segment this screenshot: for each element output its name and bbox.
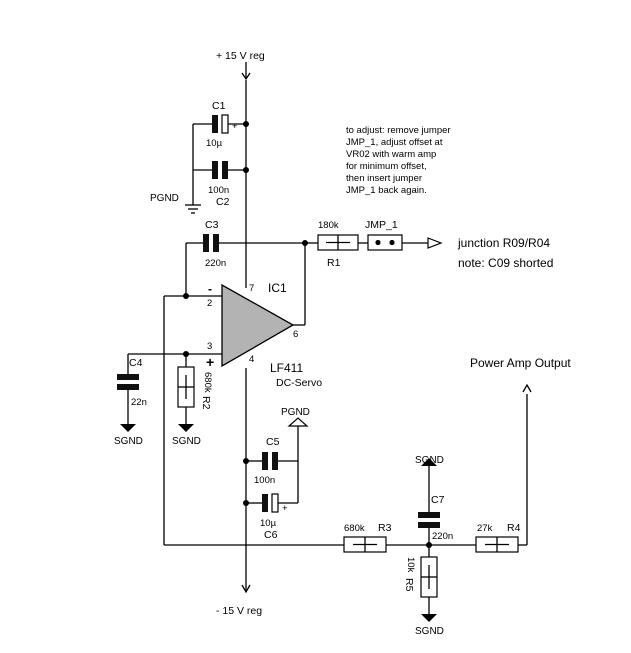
r1-ref-label: R1 (327, 257, 341, 269)
resistor-r1 (317, 234, 359, 251)
resistor-r3 (343, 536, 387, 553)
c4-ref-label: C4 (129, 357, 143, 369)
c6-ref-label: C6 (264, 529, 278, 541)
resistor-r4 (475, 536, 519, 553)
junction-dot-c1 (243, 121, 249, 127)
r3-ref-label: R3 (378, 522, 392, 534)
adjust-note-line: JMP_1, adjust offset at (346, 137, 443, 148)
capacitor-c4 (117, 374, 139, 390)
pin-6-label: 6 (293, 329, 298, 340)
r5-value-label: 10k (405, 557, 416, 573)
negative-rail-arrow (241, 584, 251, 594)
c6-value-label: 10µ (260, 518, 277, 529)
sgnd-c7-label: SGND (415, 455, 444, 466)
pin-2-label: 2 (207, 298, 212, 309)
adjust-note-line: for minimum offset, (346, 161, 427, 172)
junction-arrow-symbol (427, 237, 443, 249)
junction-dot-c5 (243, 458, 249, 464)
adjust-note-line: JMP_1 back again. (346, 185, 427, 196)
pgnd-top-ground-symbol (185, 204, 201, 214)
sgnd-r5-label: SGND (415, 626, 444, 637)
pin-3-label: 3 (207, 341, 212, 352)
c5-ref-label: C5 (266, 436, 280, 448)
junction-dot-inv (183, 293, 189, 299)
junction-dot-c2 (243, 167, 249, 173)
r1-value-label: 180k (318, 220, 339, 231)
sgnd-c4-symbol (120, 424, 136, 432)
c4-value-label: 22n (131, 397, 147, 408)
sgnd-c4-label: SGND (114, 436, 143, 447)
resistor-r2 (177, 366, 195, 408)
c2-value-label: 100n (208, 185, 229, 196)
opamp-ic1 (221, 283, 295, 368)
noninverting-sign: + (206, 354, 214, 370)
capacitor-c3 (186, 234, 246, 252)
c5-value-label: 100n (254, 475, 275, 486)
c1-polarity-plus: + (232, 121, 238, 132)
r2-ref-label: R2 (200, 396, 212, 410)
c7-ref-label: C7 (431, 494, 445, 506)
sgnd-r5-symbol (421, 614, 437, 622)
positive-rail-label: + 15 V reg (216, 50, 265, 62)
positive-rail-arrow (241, 62, 251, 81)
capacitor-c1: + (193, 114, 246, 134)
r3-value-label: 680k (344, 523, 365, 534)
pgnd-bottom-label: PGND (281, 407, 310, 418)
power-amp-output-label: Power Amp Output (470, 356, 571, 370)
ic1-part-label: LF411 (270, 361, 303, 375)
sgnd-c7-symbol (421, 458, 437, 466)
c3-ref-label: C3 (205, 219, 219, 231)
capacitor-c6: + (246, 493, 298, 514)
adjust-note-line: then insert jumper (346, 173, 422, 184)
capacitor-c2 (193, 161, 246, 179)
jumper-jmp1[interactable] (367, 234, 403, 251)
junction-note: note: C09 shorted (458, 256, 553, 270)
c1-ref-label: C1 (212, 100, 226, 112)
ic1-ref-label: IC1 (268, 281, 287, 295)
c1-value-label: 10µ (206, 138, 223, 149)
adjust-note-line: to adjust: remove jumper (346, 125, 451, 136)
c3-value-label: 220n (205, 258, 226, 269)
pin-7-label: 7 (249, 283, 254, 294)
pin-4-label: 4 (249, 354, 254, 365)
r4-value-label: 27k (477, 523, 493, 534)
ic1-function-label: DC-Servo (276, 377, 322, 389)
junction-label: junction R09/R04 (457, 236, 550, 250)
pgnd-top-label: PGND (150, 193, 179, 204)
r2-value-label: 680k (202, 372, 213, 393)
capacitor-c7 (418, 512, 440, 528)
junction-dot-c6 (243, 500, 249, 506)
adjust-note-line: VR02 with warm amp (346, 149, 436, 160)
sgnd-r2-label: SGND (172, 436, 201, 447)
c6-polarity-plus: + (282, 503, 288, 514)
jmp1-ref-label: JMP_1 (365, 219, 398, 231)
r5-ref-label: R5 (403, 578, 415, 592)
adjust-note: to adjust: remove jumper JMP_1, adjust o… (346, 125, 451, 196)
resistor-r5 (420, 556, 438, 598)
pgnd-bottom-symbol (287, 417, 309, 427)
sgnd-r2-symbol (178, 424, 194, 432)
r4-ref-label: R4 (507, 522, 521, 534)
power-amp-output-arrow (522, 383, 532, 393)
c2-ref-label: C2 (216, 196, 230, 208)
inverting-sign: - (208, 282, 212, 296)
c7-value-label: 220n (432, 531, 453, 542)
capacitor-c5 (246, 452, 298, 470)
negative-rail-label: - 15 V reg (216, 605, 262, 617)
